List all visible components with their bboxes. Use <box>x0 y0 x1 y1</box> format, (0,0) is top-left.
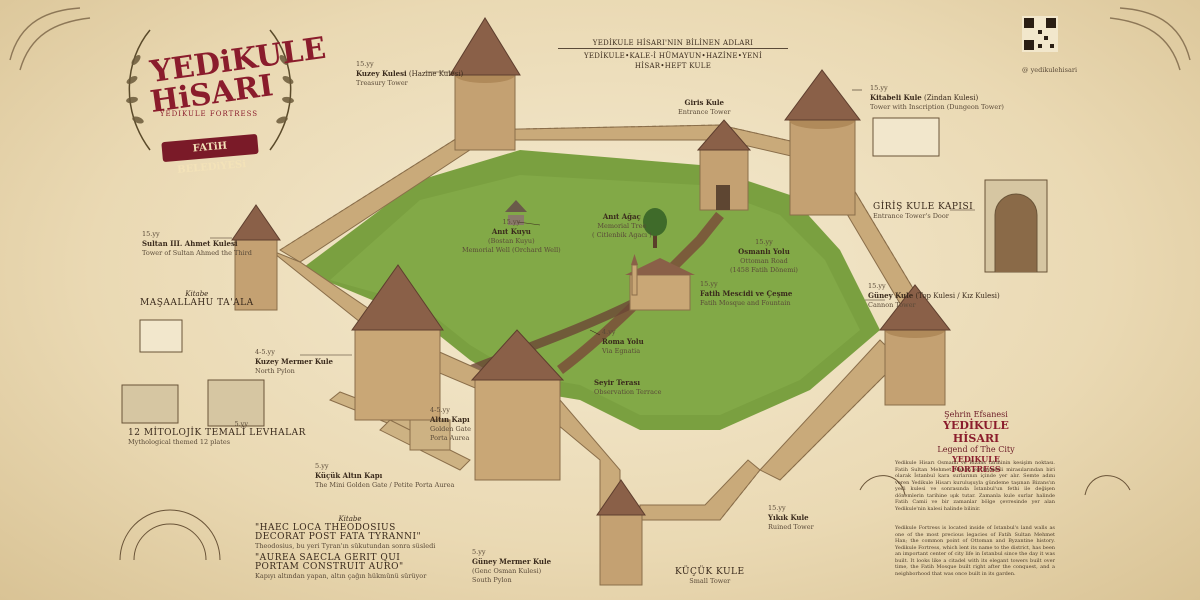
label-kucuk-kule: KÜÇÜK KULE Small Tower <box>675 567 745 586</box>
corner-ornament-tr <box>1109 7 1191 71</box>
logo-sub: YEDIKULE FORTRESS <box>159 110 259 118</box>
sultan-ahmet-tower <box>231 204 281 311</box>
mythological-plates <box>121 379 265 427</box>
kucuk-kule-tower <box>596 479 646 586</box>
legend-title: Şehrin Efsanesi YEDİKULE HİSARI Legend o… <box>937 410 1015 474</box>
memorial-well <box>505 200 527 225</box>
label-osmanli-yolu: 15.yy Osmanlı Yolu Ottoman Road (1458 Fa… <box>730 238 798 274</box>
paragraph-tr: Yedikule Hisarı Osmanlı ve Bizans tarihi… <box>895 460 1055 512</box>
kitabeli-kule-tower <box>784 69 862 216</box>
laurel-wreath <box>128 29 292 151</box>
paragraph-en: Yedikule Fortress is located inside of I… <box>895 525 1055 577</box>
kuzey-kulesi-tower <box>449 17 521 151</box>
corner-ornament-tl <box>9 7 91 71</box>
kuzey-mermer-tower <box>351 264 444 421</box>
social-handle: @ yedikulehisari <box>1022 66 1078 74</box>
label-giris-kule: Giris Kule Entrance Tower <box>678 98 731 116</box>
known-names: YEDİKULE HİSARI'NIN BİLİNEN ADLARI YEDİK… <box>558 38 788 71</box>
label-fatih-mescidi: 15.yy Fatih Mescidi ve Çeşme Fatih Mosqu… <box>700 280 793 307</box>
label-anit-kuyu: 15.yy Anıt Kuyu (Bostan Kuyu) Memorial W… <box>462 218 561 254</box>
logo: YEDiKULE HiSARI YEDIKULE FORTRESS <box>148 31 328 120</box>
label-kucuk-altin-kapi: 5.yy Küçük Altın Kapı The Mini Golden Ga… <box>315 462 455 489</box>
label-anit-agac: Anıt Ağaç Memorial Tree ( Citlenbik Agac… <box>592 212 652 239</box>
legend-ornament <box>859 475 1131 496</box>
memorial-tree <box>643 208 667 248</box>
door-drawing <box>984 179 1048 273</box>
label-guney-mermer: 5.yy Güney Mermer Kule (Genc Osman Kules… <box>472 548 552 584</box>
label-plates: 5.yy 12 MİTOLOJİK TEMALİ LEVHALAR Mythol… <box>128 420 306 446</box>
qr-code <box>1022 16 1058 52</box>
fatih-mosque <box>625 254 695 311</box>
label-roma-yolu: 4.yy Roma Yolu Via Egnatia <box>602 328 644 355</box>
label-giris-kapisi: GİRİŞ KULE KAPISI Entrance Tower's Door <box>873 202 974 221</box>
label-altin-kapi: 4-5.yy Altın Kapı Golden Gate Porta Aure… <box>430 406 471 442</box>
guney-kule-tower <box>878 284 952 406</box>
label-guney-kule: 15.yy Güney Kule (Top Kulesi / Kız Kules… <box>868 282 1000 309</box>
kitabe-inscription-box <box>139 319 183 353</box>
label-kuzey-kulesi: 15.yy Kuzey Kulesi (Hazine Kulesi) Treas… <box>356 60 464 87</box>
label-seyir-terasi: Seyir Terası Observation Terrace <box>594 378 662 396</box>
label-sultan-ahmet: 15.yy Sultan III. Ahmet Kulesi Tower of … <box>142 230 252 257</box>
arch-diagram <box>119 509 221 561</box>
label-kitabeli-kule: 15.yy Kitabeli Kule (Zindan Kulesi) Towe… <box>870 84 1004 111</box>
known-names-heading: YEDİKULE HİSARI'NIN BİLİNEN ADLARI <box>592 39 754 47</box>
giris-kule-tower <box>696 119 752 211</box>
guney-mermer-tower <box>470 329 565 481</box>
kitabeli-inscription-box <box>872 117 940 157</box>
label-yikik-kule: 15.yy Yıkık Kule Ruined Tower <box>768 504 814 531</box>
known-names-list: YEDİKULE•KALE-İ HÜMAYUN•HAZİNE•YENİ HİSA… <box>558 48 788 71</box>
label-kitabe-2: Kitabe "HAEC LOCA THEODOSIUS DECORAT POS… <box>255 515 436 580</box>
label-kitabe-1: Kitabe MAŞAALLAHU TA'ALA <box>140 290 254 308</box>
label-kuzey-mermer: 4-5.yy Kuzey Mermer Kule North Pylon <box>255 348 333 375</box>
